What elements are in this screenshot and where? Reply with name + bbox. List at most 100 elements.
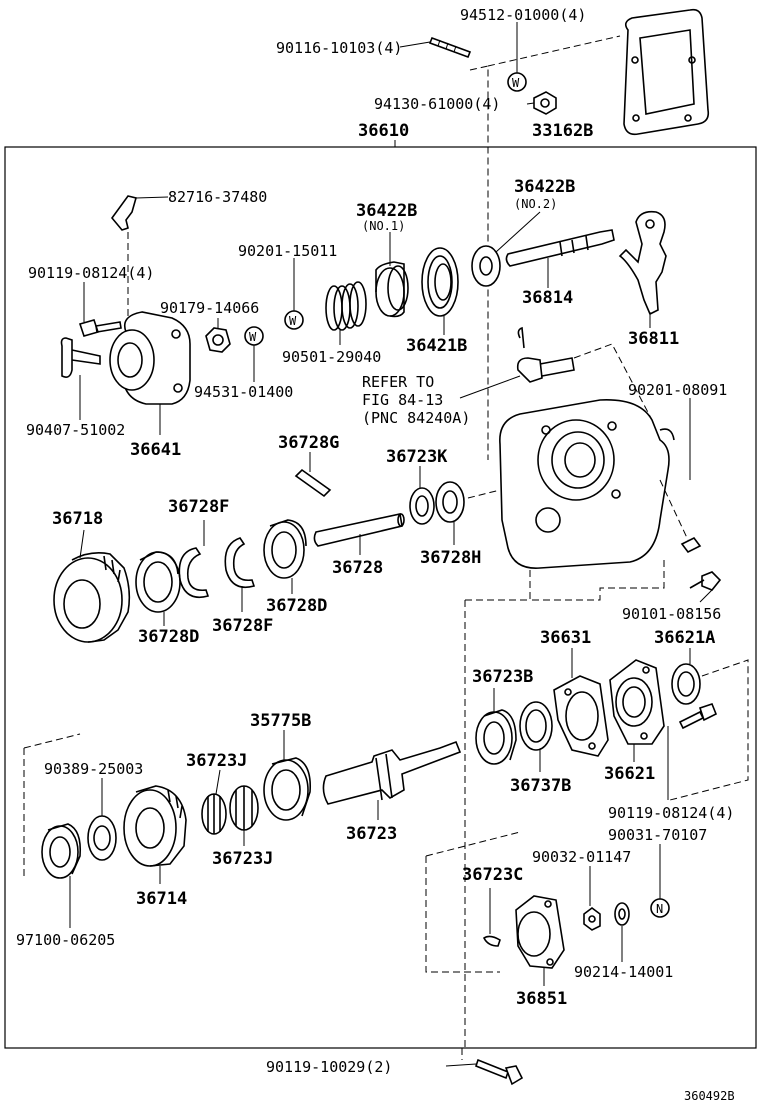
plate-33162B <box>623 8 710 136</box>
label-36728F-b: 36728F <box>212 616 273 636</box>
dash-36728H <box>467 489 501 499</box>
label-94130-61000: 94130-61000(4) <box>374 95 500 113</box>
nut-94130 <box>533 91 557 115</box>
bushing-36422B-no1 <box>375 261 409 318</box>
washer-90214 <box>614 902 630 926</box>
label-90031-70107: 90031-70107 <box>608 826 707 844</box>
bolt-90101 <box>689 571 722 591</box>
label-90201-15011: 90201-15011 <box>238 242 337 260</box>
dash-rear-cover <box>669 659 749 801</box>
leader-36718 <box>79 529 85 559</box>
label-refer-to: REFER TO <box>362 373 434 391</box>
gear-36718 <box>53 552 131 643</box>
nut-90032 <box>583 907 601 931</box>
label-36811: 36811 <box>628 329 679 349</box>
washer-symbol-w3-letter: W <box>289 314 297 328</box>
bearing-36723B <box>475 709 517 765</box>
label-36851: 36851 <box>516 989 567 1009</box>
switch-sensor <box>516 326 575 383</box>
label-90119-10029: 90119-10029(2) <box>266 1058 392 1076</box>
dash-left-lower <box>23 733 81 878</box>
label-90501-29040: 90501-29040 <box>282 348 381 366</box>
leader-refer <box>459 375 521 399</box>
pin-90407 <box>60 337 101 378</box>
label-36723B: 36723B <box>472 667 533 687</box>
pin-90201-b <box>680 536 702 554</box>
label-36723J-a: 36723J <box>186 751 247 771</box>
label-36422B-no2: 36422B <box>514 177 575 197</box>
label-35775B: 35775B <box>250 711 311 731</box>
leader-36422B-b <box>495 211 541 253</box>
label-90101-08156: 90101-08156 <box>622 605 721 623</box>
label-36621A: 36621A <box>654 628 715 648</box>
leader-82716 <box>135 196 169 199</box>
spring-90501 <box>325 281 367 331</box>
label-94531-01400: 94531-01400 <box>194 383 293 401</box>
washer-36728H <box>435 481 465 523</box>
label-90119-08124-b: 90119-08124(4) <box>608 804 734 822</box>
bearing-36728D-b <box>263 519 307 579</box>
label-no1: (NO.1) <box>362 219 405 233</box>
axis-dash-jog <box>465 570 531 601</box>
stud-90116 <box>428 36 472 59</box>
washer-symbol-w1-letter: W <box>512 76 520 90</box>
label-36737B: 36737B <box>510 776 571 796</box>
bolt-90119-b <box>678 703 718 730</box>
leader-90116 <box>399 41 431 48</box>
label-90214-14001: 90214-14001 <box>574 963 673 981</box>
washer-symbol-w2-letter: W <box>249 330 257 344</box>
fork-36811 <box>618 210 667 316</box>
label-97100-06205: 97100-06205 <box>16 931 115 949</box>
label-36723C: 36723C <box>462 865 523 885</box>
label-refer-fig: FIG 84-13 <box>362 391 443 409</box>
bolt-90119-a <box>78 319 122 337</box>
key-36728G <box>294 468 332 498</box>
label-no2: (NO.2) <box>514 197 557 211</box>
bolt-90119-c <box>475 1058 524 1086</box>
bracket-82716 <box>110 195 137 231</box>
label-36610: 36610 <box>358 121 409 141</box>
plug-90179 <box>205 327 231 353</box>
label-90116-10103: 90116-10103(4) <box>276 39 402 57</box>
bearing-97100 <box>41 823 82 879</box>
seal-36621A <box>671 663 701 705</box>
needle-bearing-36723J-a <box>201 793 227 835</box>
snapring-36728F-a <box>178 547 210 599</box>
bearing-35775B <box>263 757 312 821</box>
gear-36714 <box>123 785 187 867</box>
label-36621: 36621 <box>604 764 655 784</box>
label-36728H: 36728H <box>420 548 481 568</box>
label-90201-08091: 90201-08091 <box>628 381 727 399</box>
shim-36737B <box>519 701 553 751</box>
dash-36851 <box>425 831 521 973</box>
housing-36610 <box>499 399 675 569</box>
leader-36723J-a <box>215 769 221 795</box>
label-36723J-b: 36723J <box>212 849 273 869</box>
label-90407-51002: 90407-51002 <box>26 421 125 439</box>
dash-housing <box>530 479 689 601</box>
leader-94130 <box>526 102 535 105</box>
label-90389-25003: 90389-25003 <box>44 760 143 778</box>
label-36641: 36641 <box>130 440 181 460</box>
label-36422B-no1: 36422B <box>356 201 417 221</box>
figure-code: 360492B <box>684 1089 735 1103</box>
cover-36641 <box>109 311 191 405</box>
assembly-frame <box>4 146 757 1049</box>
seal-36723K <box>409 487 435 525</box>
label-36728D-a: 36728D <box>138 627 199 647</box>
label-94512-01000: 94512-01000(4) <box>460 6 586 24</box>
axis-dash-plate <box>487 35 621 67</box>
label-36814: 36814 <box>522 288 573 308</box>
dash-sensor <box>573 343 653 421</box>
gasket-36631 <box>553 675 609 757</box>
label-36723: 36723 <box>346 824 397 844</box>
label-36728D-b: 36728D <box>266 596 327 616</box>
label-36723K: 36723K <box>386 447 448 467</box>
shaft-36814 <box>505 229 615 267</box>
label-82716-37480: 82716-37480 <box>168 188 267 206</box>
washer-36422B-no2 <box>471 245 501 287</box>
label-36714: 36714 <box>136 889 187 909</box>
key-36723C <box>482 935 501 947</box>
label-90179-14066: 90179-14066 <box>160 299 259 317</box>
